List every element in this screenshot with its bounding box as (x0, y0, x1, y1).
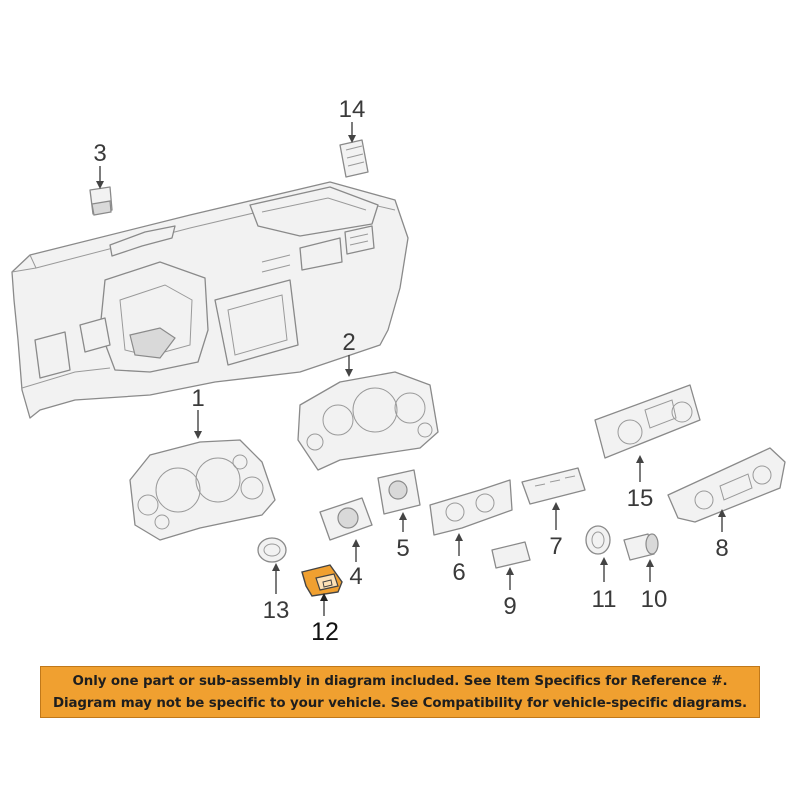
callout-8: 8 (715, 535, 728, 562)
callout-7: 7 (549, 533, 562, 560)
part-7-illustration (521, 467, 586, 505)
part-2-illustration (297, 371, 439, 471)
callout-15: 15 (627, 485, 654, 512)
part-6-illustration (429, 479, 513, 536)
part-15-illustration (594, 384, 701, 459)
callout-14: 14 (339, 96, 366, 123)
callout-3: 3 (93, 140, 106, 167)
callout-5: 5 (396, 535, 409, 562)
callout-10: 10 (641, 586, 668, 613)
disclaimer-banner: Only one part or sub-assembly in diagram… (40, 666, 760, 718)
part-5-illustration (377, 469, 421, 515)
part-14-illustration (339, 139, 369, 178)
callout-13: 13 (263, 597, 290, 624)
callout-1: 1 (191, 385, 204, 412)
callout-4: 4 (349, 563, 362, 590)
part-12-illustration-highlighted (301, 564, 343, 597)
part-10-illustration (623, 533, 659, 561)
callout-9: 9 (503, 593, 516, 620)
disclaimer-line-1: Only one part or sub-assembly in diagram… (72, 674, 728, 689)
dashboard-illustration (11, 181, 409, 419)
disclaimer-line-2: Diagram may not be specific to your vehi… (52, 696, 748, 711)
part-13-illustration (257, 537, 287, 563)
callout-6: 6 (452, 559, 465, 586)
callout-11: 11 (592, 586, 617, 613)
callout-12-highlighted: 12 (311, 618, 339, 646)
callout-2: 2 (342, 329, 355, 356)
part-4-illustration (319, 497, 373, 541)
part-1-illustration (129, 439, 276, 541)
part-3-illustration (89, 186, 113, 216)
part-11-illustration (585, 525, 611, 555)
part-8-illustration (667, 447, 786, 523)
part-9-illustration (491, 541, 531, 569)
